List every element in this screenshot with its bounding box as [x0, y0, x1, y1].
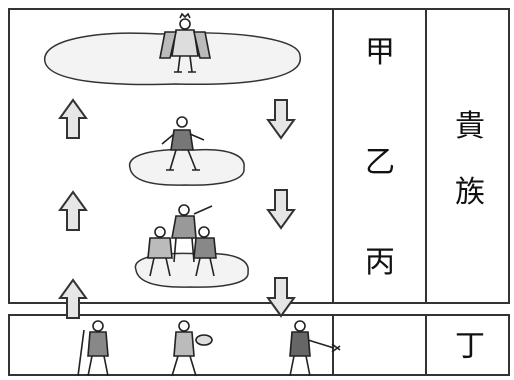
- up-arrow-2-icon: [59, 191, 87, 231]
- tier-label-bing: 丙: [365, 245, 395, 280]
- group-label-char-2: 族: [455, 175, 485, 210]
- tier-label-ding: 丁: [455, 329, 485, 364]
- cloud-middle: [129, 148, 245, 186]
- peasant-figure-1-icon: [77, 320, 109, 377]
- down-arrow-1-icon: [267, 99, 295, 139]
- up-arrow-1-icon: [59, 99, 87, 139]
- column-divider-1: [332, 8, 334, 304]
- tier-label-yi: 乙: [365, 145, 395, 180]
- column-divider-2: [425, 8, 427, 304]
- group-label-char-1: 貴: [455, 109, 485, 144]
- knight-figure-icon: [161, 116, 205, 171]
- king-figure-icon: [159, 12, 211, 73]
- cloud-top: [44, 32, 301, 86]
- down-arrow-3-icon: [267, 277, 295, 317]
- tier-label-jia: 甲: [365, 35, 395, 70]
- up-arrow-3-icon: [59, 279, 87, 319]
- column-divider-2-lower: [425, 314, 427, 376]
- armored-soldier-figure-icon: [147, 204, 217, 277]
- down-arrow-2-icon: [267, 189, 295, 229]
- peasant-figure-2-icon: [171, 320, 213, 377]
- peasant-figure-3-icon: [289, 320, 341, 377]
